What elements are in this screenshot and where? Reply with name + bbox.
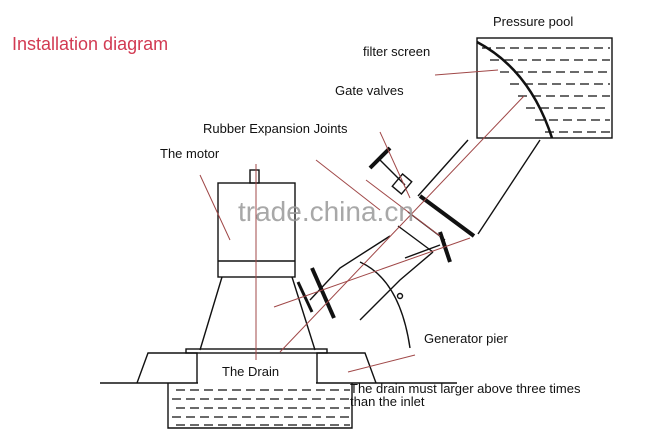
generator-pier [100,352,457,384]
label-motor: The motor [160,146,220,161]
note-line-1: The drain must larger above three times [350,381,581,396]
label-rubber-joints: Rubber Expansion Joints [203,121,348,136]
label-drain: The Drain [222,364,280,379]
drain-tank [167,383,353,429]
diagram-title: Installation diagram [12,34,169,54]
label-pressure-pool: Pressure pool [493,14,574,29]
leader-lines [199,69,525,373]
label-gate-valves: Gate valves [335,83,404,98]
watermark: trade.china.cn [238,196,414,227]
gate-valve-upper [368,146,413,195]
filter-screen [476,40,554,139]
inlet-pipe [296,139,541,349]
label-generator-pier: Generator pier [424,331,508,346]
note-line-2: than the inlet [350,394,425,409]
pressure-pool [476,37,613,139]
label-filter-screen: filter screen [363,44,431,59]
